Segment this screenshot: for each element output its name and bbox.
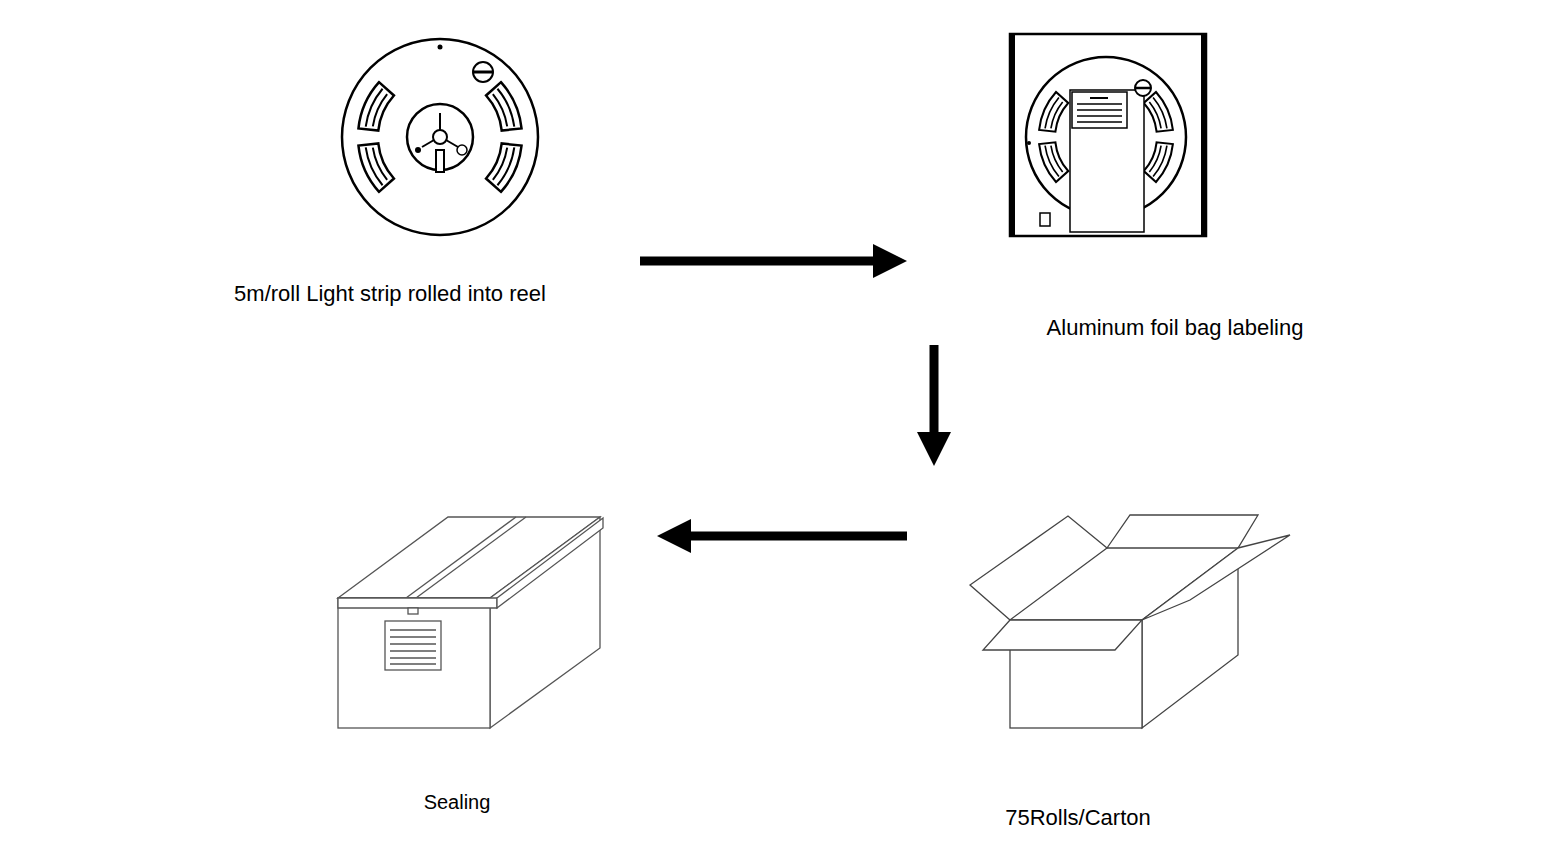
foil-bag-illustration — [1010, 34, 1206, 236]
step-label: Aluminum foil bag labeling — [1015, 315, 1335, 341]
arrow-head — [657, 519, 691, 553]
step-caption: 5m/roll Light strip rolled into reel — [180, 281, 600, 307]
flow-arrow — [917, 345, 951, 466]
flow-arrow — [640, 244, 907, 278]
arrow-shaft — [930, 345, 939, 434]
arrow-head — [917, 432, 951, 466]
arrow-shaft — [640, 257, 875, 266]
process-step: Aluminum foil bag labeling — [907, 25, 1340, 345]
step-caption: Sealing — [357, 790, 557, 814]
reel-illustration — [342, 39, 538, 235]
process-step: 5m/roll Light strip rolled into reel — [170, 30, 640, 310]
step-label: 75Rolls/Carton — [968, 805, 1188, 831]
sealed-carton-illustration — [338, 517, 603, 728]
arrow-head — [873, 244, 907, 278]
step-caption: 75Rolls/Carton — [968, 805, 1188, 831]
flow-arrow — [657, 519, 907, 553]
process-step: 75Rolls/Carton — [907, 466, 1340, 845]
step-label: 5m/roll Light strip rolled into reel — [180, 281, 600, 307]
step-label: Sealing — [357, 790, 557, 814]
step-caption: Aluminum foil bag labeling — [1015, 315, 1335, 341]
open-carton-illustration — [970, 515, 1290, 728]
process-step: Sealing — [300, 490, 657, 825]
arrow-shaft — [689, 532, 907, 541]
